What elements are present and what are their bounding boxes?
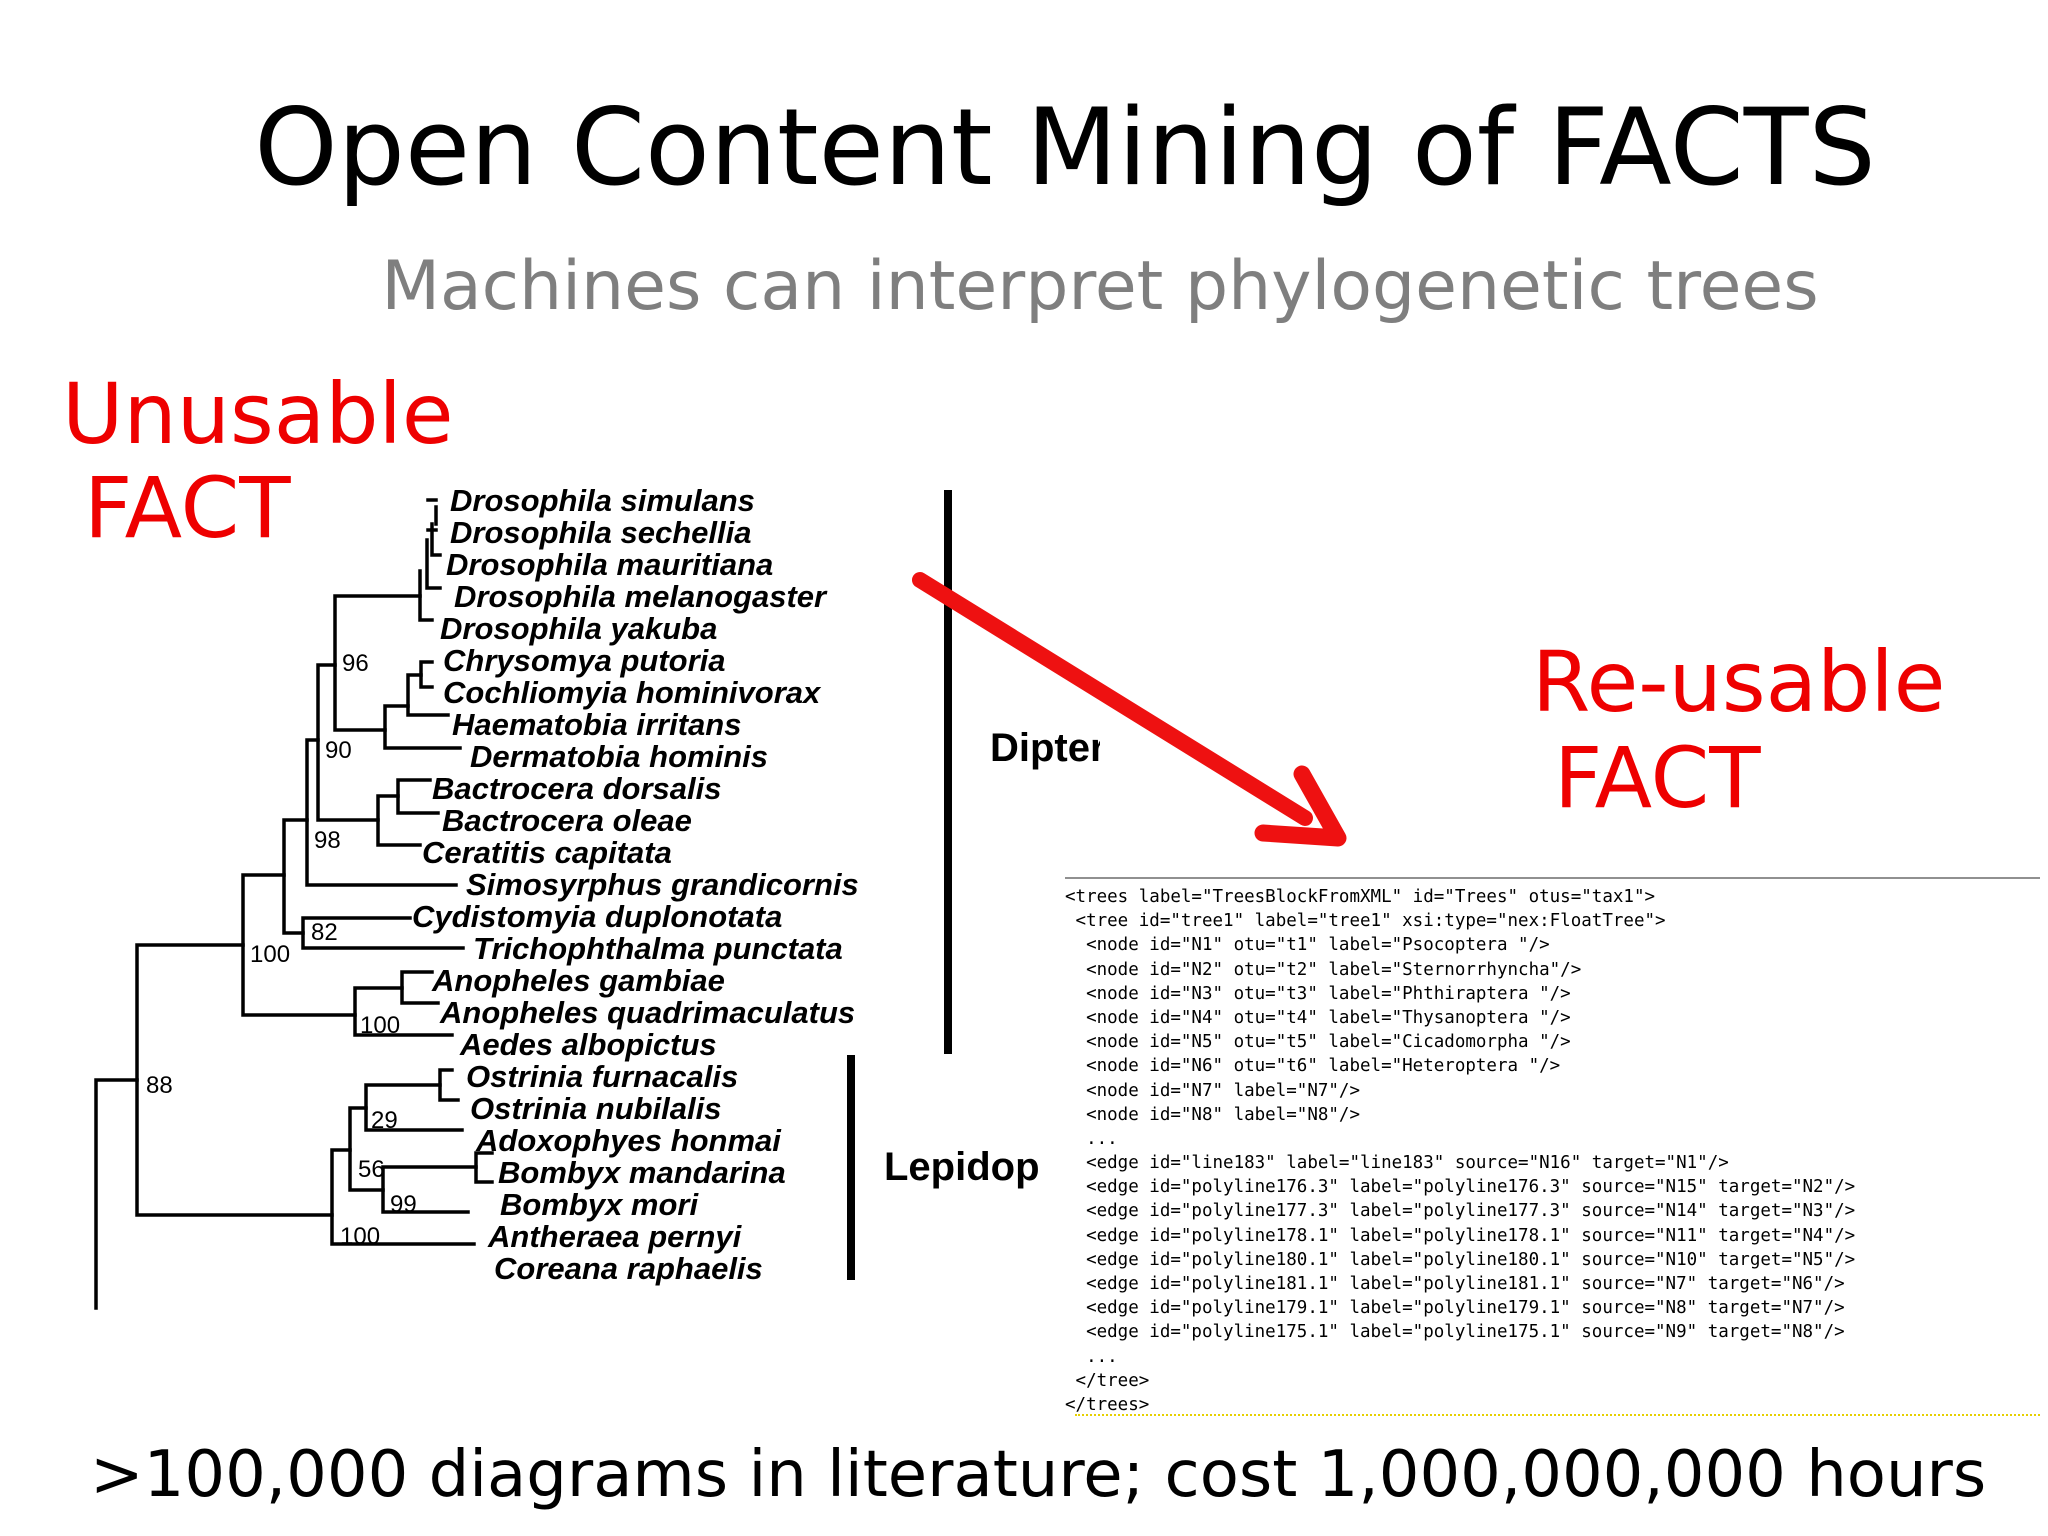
slide-title: Open Content Mining of FACTS [254, 86, 1876, 209]
xml-line: <edge id="polyline175.1" label="polyline… [1065, 1322, 1845, 1343]
xml-line: ... [1065, 1346, 1118, 1367]
xml-code-block: <trees label="TreesBlockFromXML" id="Tre… [1065, 885, 2040, 1417]
bootstrap-values: 96 90 98 82 100 100 88 29 56 99 100 [146, 650, 417, 1250]
xml-tree-panel: <trees label="TreesBlockFromXML" id="Tre… [1065, 877, 2040, 1419]
xml-line: <tree id="tree1" label="tree1" xsi:type=… [1065, 911, 1666, 932]
reusable-label-line2: FACT [1554, 729, 1761, 827]
taxon-label: Antheraea pernyi [487, 1219, 743, 1254]
taxon-label: Aedes albopictus [459, 1027, 717, 1062]
xml-line: <edge id="polyline178.1" label="polyline… [1065, 1225, 1856, 1246]
taxon-label: Bombyx mori [500, 1187, 699, 1222]
xml-line: </tree> [1065, 1370, 1150, 1391]
bootstrap-value: 29 [371, 1107, 398, 1134]
taxon-label: Ostrinia furnacalis [466, 1059, 738, 1094]
xml-line: <node id="N8" label="N8"/> [1065, 1104, 1361, 1125]
taxon-label: Simosyrphus grandicornis [466, 867, 859, 902]
xml-line: <trees label="TreesBlockFromXML" id="Tre… [1065, 887, 1656, 907]
bootstrap-value: 82 [311, 919, 338, 946]
bootstrap-value: 99 [390, 1191, 417, 1218]
arrow-head [1254, 765, 1347, 847]
bootstrap-value: 88 [146, 1072, 173, 1099]
taxon-label: Drosophila mauritiana [446, 547, 773, 582]
taxon-label: Drosophila yakuba [440, 611, 717, 646]
taxon-label: Chrysomya putoria [443, 643, 726, 678]
taxon-label: Drosophila sechellia [450, 515, 752, 550]
unusable-label-line1: Unusable [62, 365, 454, 463]
bootstrap-value: 100 [250, 941, 290, 968]
taxon-label: Bactrocera oleae [442, 803, 692, 838]
xml-line: <node id="N7" label="N7"/> [1065, 1080, 1361, 1101]
group-label-lepidoptera: Lepidop [884, 1145, 1040, 1189]
phylogenetic-tree-image: Diptera Lepidop Drosophila simulans Dros… [94, 483, 1100, 1310]
taxon-label: Bombyx mandarina [498, 1155, 786, 1190]
bootstrap-value: 96 [342, 650, 369, 677]
taxon-label: Adoxophyes honmai [475, 1123, 782, 1158]
taxon-label: Ostrinia nubilalis [470, 1091, 722, 1126]
xml-line: <node id="N3" otu="t3" label="Phthirapte… [1065, 983, 1571, 1004]
taxon-label: Bactrocera dorsalis [432, 771, 721, 806]
taxon-label: Haematobia irritans [452, 707, 741, 742]
taxon-label: Dermatobia hominis [470, 739, 768, 774]
bootstrap-value: 90 [325, 737, 352, 764]
xml-line: <edge id="polyline176.3" label="polyline… [1065, 1177, 1856, 1198]
tree-branches [94, 498, 494, 1310]
xml-line: <node id="N6" otu="t6" label="Heteropter… [1065, 1056, 1561, 1077]
xml-line: </trees> [1065, 1394, 1150, 1415]
xml-line: <edge id="polyline180.1" label="polyline… [1065, 1249, 1856, 1270]
taxon-label: Anopheles gambiae [431, 963, 725, 998]
xml-line: <node id="N2" otu="t2" label="Sternorrhy… [1065, 959, 1582, 980]
footer-statement: >100,000 diagrams in literature; cost 1,… [90, 1438, 1987, 1512]
unusable-label-line2: FACT [84, 459, 291, 557]
slide-subtitle: Machines can interpret phylogenetic tree… [381, 247, 1819, 326]
xml-line: <edge id="polyline179.1" label="polyline… [1065, 1298, 1845, 1319]
taxon-label: Trichophthalma punctata [473, 931, 843, 966]
bootstrap-value: 98 [314, 827, 341, 854]
reusable-label-line1: Re-usable [1532, 633, 1946, 731]
taxon-label: Cochliomyia hominivorax [443, 675, 822, 710]
taxon-label: Anopheles quadrimaculatus [439, 995, 855, 1030]
group-label-diptera: Diptera [990, 726, 1100, 770]
xml-line: ... [1065, 1128, 1118, 1149]
taxon-labels: Drosophila simulans Drosophila sechellia… [412, 483, 859, 1286]
xml-line: <edge id="polyline181.1" label="polyline… [1065, 1274, 1845, 1294]
taxon-label: Ceratitis capitata [422, 835, 672, 870]
taxon-label: Drosophila simulans [450, 483, 755, 518]
xml-panel-bottom-border [1075, 1414, 2040, 1416]
bootstrap-value: 100 [360, 1012, 400, 1039]
taxon-label: Coreana raphaelis [494, 1251, 763, 1286]
xml-line: <edge id="polyline177.3" label="polyline… [1065, 1201, 1856, 1222]
bootstrap-value: 56 [358, 1156, 385, 1183]
bootstrap-value: 100 [340, 1223, 380, 1250]
xml-line: <node id="N4" otu="t4" label="Thysanopte… [1065, 1007, 1571, 1028]
xml-line: <node id="N5" otu="t5" label="Cicadomorp… [1065, 1032, 1571, 1053]
taxon-label: Cydistomyia duplonotata [412, 899, 782, 934]
taxon-label: Drosophila melanogaster [454, 579, 828, 614]
xml-line: <node id="N1" otu="t1" label="Psocoptera… [1065, 935, 1550, 956]
xml-line: <edge id="line183" label="line183" sourc… [1065, 1153, 1729, 1174]
